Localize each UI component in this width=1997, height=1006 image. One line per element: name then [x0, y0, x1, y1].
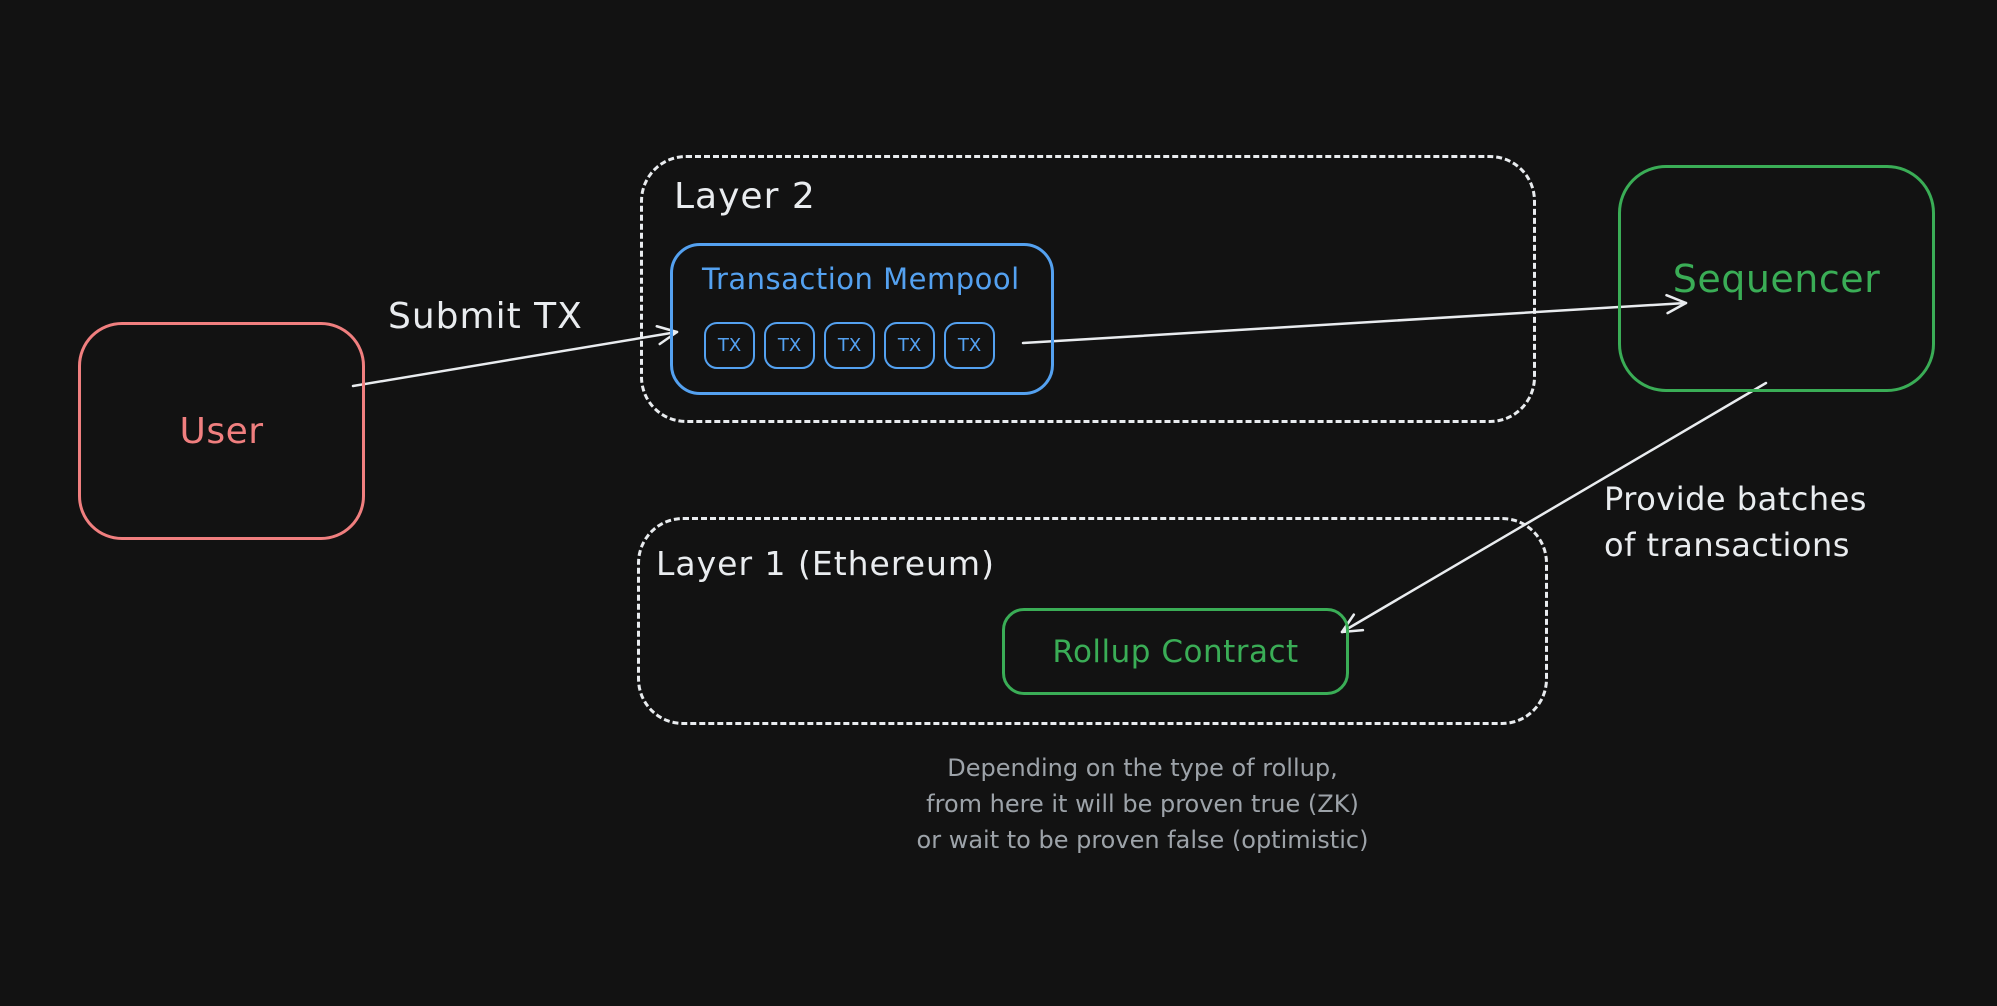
- caption-line-1: Depending on the type of rollup,: [947, 754, 1338, 782]
- tx-chip[interactable]: TX: [884, 322, 935, 369]
- caption-line-2: from here it will be proven true (ZK): [926, 790, 1359, 818]
- layer1-region-label: Layer 1 (Ethereum): [656, 544, 995, 583]
- sequencer-to-rollup-arrow[interactable]: [1340, 381, 1768, 634]
- tx-chip-label: TX: [957, 335, 982, 356]
- tx-chip[interactable]: TX: [944, 322, 995, 369]
- layer2-region[interactable]: [640, 155, 1536, 423]
- tx-row: TX TX TX TX TX: [704, 322, 995, 369]
- user-node-label: User: [179, 410, 264, 452]
- sequencer-node-label: Sequencer: [1672, 256, 1881, 301]
- tx-chip[interactable]: TX: [764, 322, 815, 369]
- tx-chip[interactable]: TX: [824, 322, 875, 369]
- transaction-mempool-node[interactable]: [670, 243, 1054, 395]
- user-node[interactable]: User: [78, 322, 365, 540]
- provide-batches-edge-label: Provide batches of transactions: [1604, 476, 1867, 569]
- tx-chip-label: TX: [777, 335, 802, 356]
- transaction-mempool-label: Transaction Mempool: [702, 262, 1020, 296]
- submit-tx-edge-label: Submit TX: [388, 296, 583, 337]
- caption-note: Depending on the type of rollup, from he…: [820, 750, 1465, 858]
- tx-chip-label: TX: [717, 335, 742, 356]
- rollup-contract-label: Rollup Contract: [1052, 633, 1299, 670]
- mempool-to-sequencer-arrow[interactable]: [1021, 293, 1688, 345]
- tx-chip-label: TX: [837, 335, 862, 356]
- submit-tx-arrow[interactable]: [351, 324, 679, 388]
- layer2-region-label: Layer 2: [674, 176, 816, 217]
- rollup-contract-node[interactable]: Rollup Contract: [1002, 608, 1349, 695]
- layer1-region[interactable]: [637, 517, 1548, 725]
- sequencer-node[interactable]: Sequencer: [1618, 165, 1935, 392]
- provide-batches-line-2: of transactions: [1604, 526, 1850, 565]
- tx-chip[interactable]: TX: [704, 322, 755, 369]
- provide-batches-line-1: Provide batches: [1604, 480, 1867, 518]
- tx-chip-label: TX: [897, 335, 922, 356]
- caption-line-3: or wait to be proven false (optimistic): [916, 826, 1369, 854]
